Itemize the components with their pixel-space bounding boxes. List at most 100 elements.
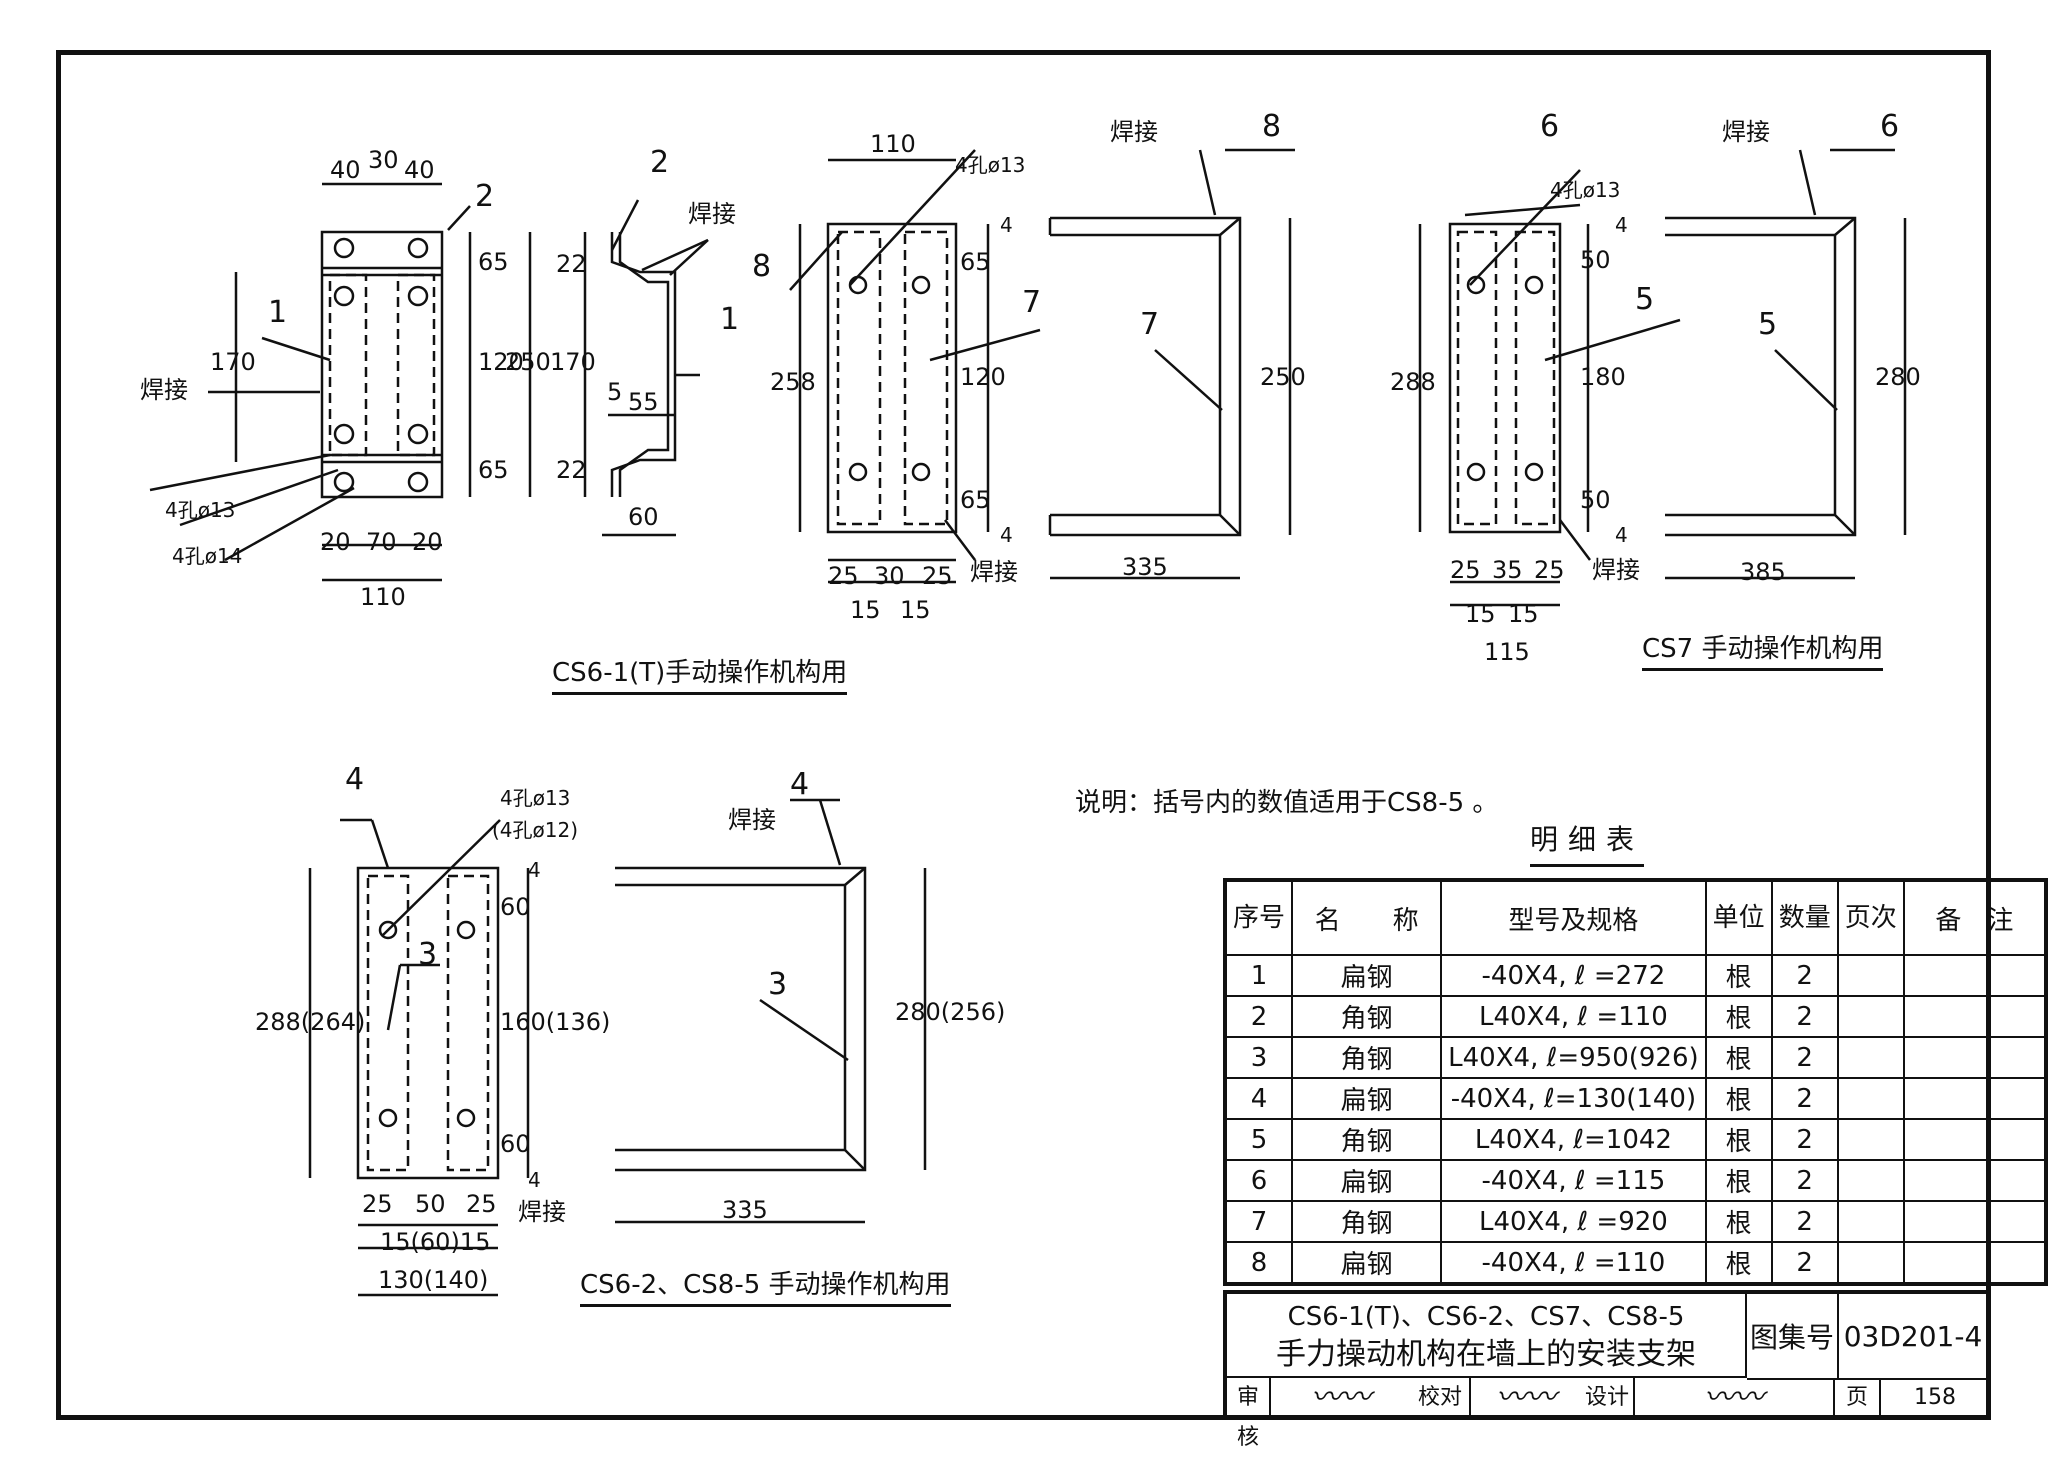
v7-dim-right-1: 60	[500, 893, 531, 921]
v1-dim-right-2: 65	[478, 456, 509, 484]
bom-cell-spec: -40X4, ℓ =115	[1440, 1159, 1707, 1202]
note-text: 说明：括号内的数值适用于CS8-5 。	[1075, 788, 1499, 818]
signature-row: 审核 〰〰 校对 〰〰 设计 〰〰 页 158	[1227, 1378, 1989, 1450]
bom-cell-qty: 2	[1770, 1241, 1839, 1285]
check-signature: 〰〰	[1496, 1380, 1556, 1415]
bom-cell-unit: 根	[1704, 1241, 1773, 1285]
bom-header-row: 序号 名 称 型号及规格 单位 数量 页次 备 注	[1223, 879, 2048, 956]
v4-weld: 焊接	[1110, 118, 1158, 146]
page-number: 158	[1914, 1385, 1956, 1410]
v1-dim-bottom-1: 70	[366, 528, 397, 556]
v5-dim-bottom-2: 25	[1534, 556, 1565, 584]
bom-cell-no: 1	[1223, 954, 1294, 997]
bom-cell-qty: 2	[1770, 1200, 1839, 1243]
bom-cell-remark	[1902, 1200, 2048, 1243]
v3-dim-sub-1: 15	[900, 596, 931, 624]
bom-cell-remark	[1902, 1036, 2048, 1079]
v5-holes: 4孔ø13	[1550, 178, 1621, 202]
bom-cell-page	[1836, 1200, 1905, 1243]
v3-dim-bottom-0: 25	[828, 562, 859, 590]
v1-dim-bottom-2: 20	[412, 528, 443, 556]
v5-dim-bottom-0: 25	[1450, 556, 1481, 584]
v3-dim-right-1: 65	[960, 248, 991, 276]
v7-dim-right-4: 4	[528, 1168, 541, 1192]
bom-cell-no: 7	[1223, 1200, 1294, 1243]
bom-cell-qty: 2	[1770, 1036, 1839, 1079]
v2-part-1: 1	[720, 302, 740, 337]
bom-cell-name: 扁钢	[1291, 954, 1443, 997]
v8-weld: 焊接	[728, 806, 776, 834]
caption-cs62: CS6-2、CS8-5 手动操作机构用	[580, 1272, 951, 1307]
bom-cell-unit: 根	[1704, 1159, 1773, 1202]
v1-dim-top-0: 40	[330, 156, 361, 184]
v2-dim-3: 250	[505, 348, 551, 376]
v1-holes-a: 4孔ø13	[165, 498, 236, 522]
bom-cell-page	[1836, 954, 1905, 997]
bom-cell-spec: -40X4, ℓ =110	[1440, 1241, 1707, 1285]
bom-cell-name: 角钢	[1291, 1118, 1443, 1161]
bom-cell-qty: 2	[1770, 995, 1839, 1038]
v1-part-1: 1	[268, 295, 288, 330]
bom-header-spec: 型号及规格	[1440, 879, 1707, 956]
v8-height: 280(256)	[895, 998, 1006, 1026]
view-cs62-front	[308, 818, 530, 1297]
v8-part-4: 4	[790, 767, 810, 802]
bom-cell-name: 角钢	[1291, 1036, 1443, 1079]
bom-cell-unit: 根	[1704, 954, 1773, 997]
bom-cell-no: 5	[1223, 1118, 1294, 1161]
bom-cell-no: 3	[1223, 1036, 1294, 1079]
bom-cell-qty: 2	[1770, 1118, 1839, 1161]
bom-cell-name: 角钢	[1291, 1200, 1443, 1243]
v1-dim-left: 170	[210, 348, 256, 376]
v2-weld: 焊接	[688, 200, 736, 228]
atlas-label: 图集号	[1747, 1294, 1839, 1380]
v5-dim-bottom-1: 35	[1492, 556, 1523, 584]
v7-width: 130(140)	[378, 1266, 489, 1294]
v8-width: 335	[722, 1196, 768, 1224]
v3-dim-right-4: 4	[1000, 523, 1013, 547]
bom-cell-remark	[1902, 1118, 2048, 1161]
caption-cs61: CS6-1(T)手动操作机构用	[552, 660, 848, 695]
bom-cell-spec: L40X4, ℓ =110	[1440, 995, 1707, 1038]
v5-dim-right-0: 4	[1615, 213, 1628, 237]
bom-cell-page	[1836, 1036, 1905, 1079]
v4-part-7: 7	[1140, 307, 1160, 342]
v6-part-6: 6	[1880, 109, 1900, 144]
drawing-frame	[56, 50, 1991, 1420]
v1-dim-top-2: 40	[404, 156, 435, 184]
bom-cell-unit: 根	[1704, 1036, 1773, 1079]
bom-cell-page	[1836, 995, 1905, 1038]
v2-dim-1: 170	[550, 348, 596, 376]
v1-part-2: 2	[475, 179, 495, 214]
v7-part-3: 3	[418, 937, 438, 972]
v1-dim-right-0: 65	[478, 248, 509, 276]
bom-cell-no: 4	[1223, 1077, 1294, 1120]
bom-cell-qty: 2	[1770, 1159, 1839, 1202]
bom-cell-page	[1836, 1159, 1905, 1202]
bom-cell-spec: L40X4, ℓ=950(926)	[1440, 1036, 1707, 1079]
bom-header-unit: 单位	[1704, 879, 1773, 956]
v3-dim-right-3: 65	[960, 486, 991, 514]
v7-dim-bottom-0: 25	[362, 1190, 393, 1218]
v1-holes-b: 4孔ø14	[172, 544, 243, 568]
bom-header-qty: 数量	[1770, 879, 1839, 956]
v5-part-6: 6	[1540, 109, 1560, 144]
bom-cell-remark	[1902, 995, 2048, 1038]
v1-dim-top-1: 30	[368, 146, 399, 174]
bom-cell-page	[1836, 1118, 1905, 1161]
v5-dim-left: 288	[1390, 368, 1436, 396]
bom-cell-page	[1836, 1077, 1905, 1120]
v1-weld: 焊接	[140, 376, 188, 404]
v1-dim-bottom-0: 20	[320, 528, 351, 556]
v5-part-5: 5	[1635, 282, 1655, 317]
bom-cell-remark	[1902, 954, 2048, 997]
v6-height: 280	[1875, 363, 1921, 391]
bom-cell-spec: L40X4, ℓ =920	[1440, 1200, 1707, 1243]
bom-cell-name: 扁钢	[1291, 1077, 1443, 1120]
v2-dim-2: 22	[556, 456, 587, 484]
